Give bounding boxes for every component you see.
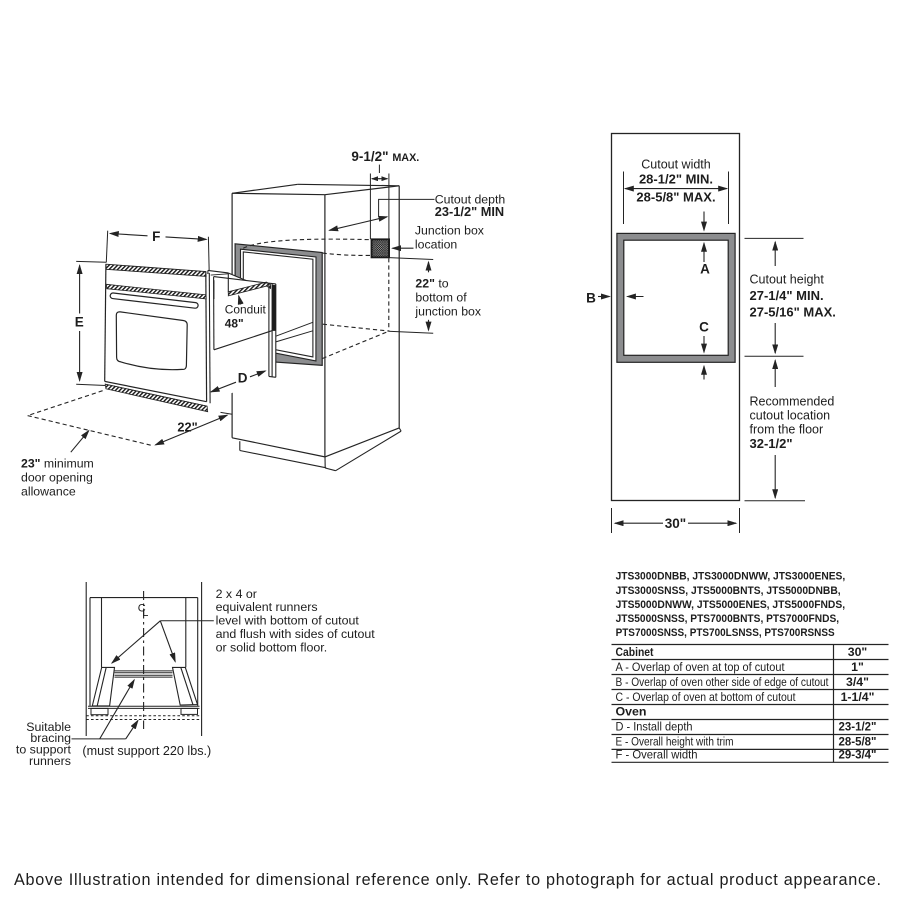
svg-text:Cutout depth: Cutout depth <box>435 192 506 206</box>
svg-text:junction box: junction box <box>414 304 481 318</box>
svg-text:23" minimum: 23" minimum <box>21 456 94 470</box>
svg-text:30": 30" <box>665 516 686 531</box>
svg-text:1": 1" <box>851 660 864 674</box>
svg-text:Suitable: Suitable <box>26 720 71 734</box>
svg-text:F - Overall width: F - Overall width <box>616 747 698 761</box>
svg-text:Cutout height: Cutout height <box>750 273 825 287</box>
svg-text:22": 22" <box>177 420 197 435</box>
svg-text:27-5/16" MAX.: 27-5/16" MAX. <box>750 305 836 320</box>
svg-text:B: B <box>586 291 596 306</box>
svg-text:E: E <box>75 315 84 330</box>
svg-text:bottom of: bottom of <box>415 290 467 304</box>
svg-text:Cutout width: Cutout width <box>641 157 711 171</box>
svg-text:cutout location: cutout location <box>750 409 831 423</box>
svg-text:32-1/2": 32-1/2" <box>750 436 793 451</box>
svg-text:F: F <box>152 229 160 244</box>
svg-text:27-1/4" MIN.: 27-1/4" MIN. <box>750 288 824 303</box>
svg-text:E - Overall height with trim: E - Overall height with trim <box>616 734 734 748</box>
svg-text:C: C <box>138 603 146 615</box>
svg-text:allowance: allowance <box>21 484 76 498</box>
svg-text:B - Overlap of oven other side: B - Overlap of oven other side of edge o… <box>616 675 829 689</box>
svg-text:JTS5000DNWW, JTS5000ENES, JTS5: JTS5000DNWW, JTS5000ENES, JTS5000FNDS, <box>616 599 846 611</box>
svg-text:to support: to support <box>16 743 72 757</box>
svg-text:22" to: 22" to <box>415 276 448 290</box>
svg-text:L: L <box>142 607 148 619</box>
svg-text:Oven: Oven <box>616 705 647 719</box>
svg-text:3/4": 3/4" <box>846 675 869 689</box>
svg-text:2 x 4 or: 2 x 4 or <box>216 587 257 601</box>
svg-text:Conduit: Conduit <box>225 303 267 317</box>
svg-text:Junction box: Junction box <box>415 224 485 238</box>
svg-text:D - Install depth: D - Install depth <box>616 720 693 734</box>
svg-text:28-1/2" MIN.: 28-1/2" MIN. <box>639 172 713 187</box>
svg-text:location: location <box>415 238 458 252</box>
svg-text:JTS3000DNBB, JTS3000DNWW, JTS3: JTS3000DNBB, JTS3000DNWW, JTS3000ENES, <box>616 571 846 583</box>
svg-text:1-1/4": 1-1/4" <box>841 690 875 704</box>
svg-text:C - Overlap of oven at bottom: C - Overlap of oven at bottom of cutout <box>616 690 796 704</box>
svg-text:PTS7000SNSS, PTS700LSNSS, PTS7: PTS7000SNSS, PTS700LSNSS, PTS700RSNSS <box>616 627 835 639</box>
svg-text:or solid bottom floor.: or solid bottom floor. <box>216 640 328 654</box>
svg-text:30": 30" <box>848 645 868 659</box>
svg-text:level with bottom of cutout: level with bottom of cutout <box>216 614 360 628</box>
svg-text:29-3/4": 29-3/4" <box>839 747 877 761</box>
svg-text:Recommended: Recommended <box>750 395 835 409</box>
svg-text:23-1/2": 23-1/2" <box>839 720 877 734</box>
svg-text:from the floor: from the floor <box>750 423 824 437</box>
svg-text:A - Overlap of oven at top of: A - Overlap of oven at top of cutout <box>616 660 786 674</box>
svg-text:JTS5000SNSS, PTS7000BNTS, PTS7: JTS5000SNSS, PTS7000BNTS, PTS7000FNDS, <box>616 613 840 625</box>
svg-text:Cabinet: Cabinet <box>616 645 654 659</box>
svg-text:bracing: bracing <box>30 731 71 745</box>
svg-text:28-5/8": 28-5/8" <box>839 734 877 748</box>
svg-text:Above Illustration intended fo: Above Illustration intended for dimensio… <box>14 871 881 889</box>
svg-text:C: C <box>699 320 709 335</box>
svg-text:D: D <box>238 371 248 386</box>
svg-text:48": 48" <box>225 317 244 331</box>
svg-text:9-1/2" MAX.: 9-1/2" MAX. <box>351 149 419 164</box>
svg-text:28-5/8" MAX.: 28-5/8" MAX. <box>636 190 715 205</box>
svg-text:(must support 220 lbs.): (must support 220 lbs.) <box>82 744 211 758</box>
svg-text:runners: runners <box>29 754 71 768</box>
svg-text:23-1/2" MIN: 23-1/2" MIN <box>435 204 504 219</box>
svg-text:door opening: door opening <box>21 470 93 484</box>
svg-text:and flush with sides of cutout: and flush with sides of cutout <box>216 627 376 641</box>
svg-text:equivalent runners: equivalent runners <box>216 600 318 614</box>
svg-text:A: A <box>700 262 710 277</box>
svg-text:JTS3000SNSS, JTS5000BNTS, JTS5: JTS3000SNSS, JTS5000BNTS, JTS5000DNBB, <box>616 585 841 597</box>
